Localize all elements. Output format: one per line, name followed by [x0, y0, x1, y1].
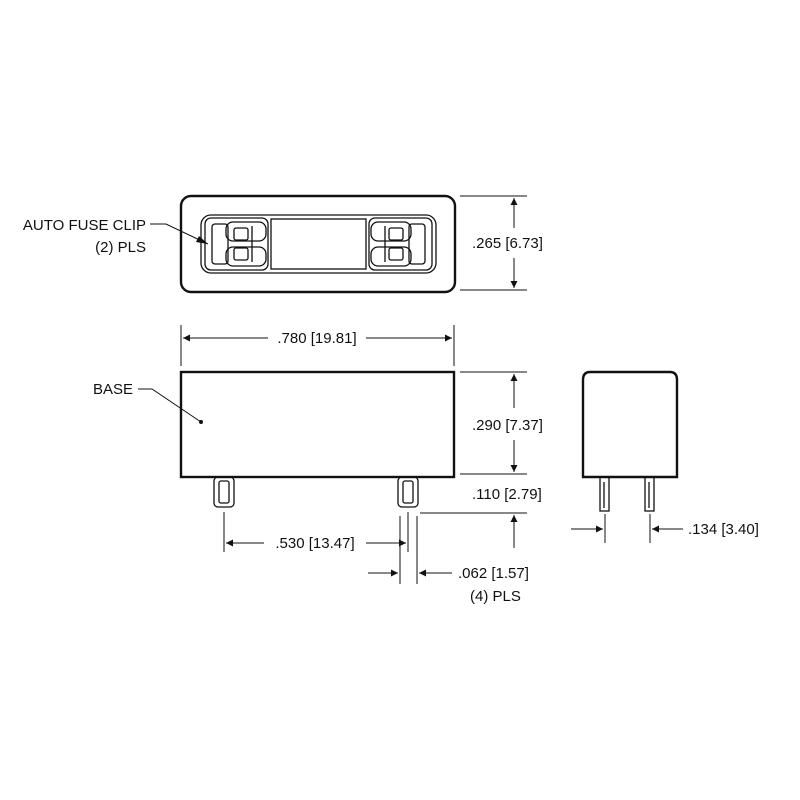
- fuse-clip-leader: [150, 223, 209, 245]
- dim-pin-spacing-text: .530 [13.47]: [275, 535, 354, 552]
- pin-left: [213, 476, 235, 508]
- side-body-outline: [581, 370, 679, 479]
- top-view: [150, 194, 457, 294]
- dim-overall-length-text: .780 [19.81]: [277, 330, 356, 347]
- side-pin-left: [599, 476, 610, 512]
- fuse-clip-left: [204, 217, 269, 271]
- fuse-clip-inner-outline: [200, 214, 437, 274]
- dim-pin-width-qty-text: (4) PLS: [470, 588, 521, 605]
- side-view: [581, 370, 679, 512]
- base-leader: [138, 388, 202, 423]
- dim-pin-width: [368, 516, 452, 584]
- dim-pin-thickness: [571, 514, 683, 543]
- fuse-body: [270, 218, 367, 270]
- fuse-clip-qty-label: (2) PLS: [95, 239, 146, 256]
- dim-pin-width-text: .062 [1.57]: [458, 565, 529, 582]
- dim-height-top-text: .265 [6.73]: [472, 235, 543, 252]
- dim-pin-length-text: .110 [2.79]: [472, 486, 542, 503]
- base-outline: [179, 370, 456, 479]
- dim-height-top: [460, 195, 527, 291]
- side-pin-right: [644, 476, 655, 512]
- pin-right: [397, 476, 419, 508]
- dim-pin-thickness-text: .134 [3.40]: [688, 521, 759, 538]
- dim-overall-length: [180, 325, 455, 366]
- dim-body-height: [460, 371, 527, 475]
- dim-pin-spacing: [223, 512, 409, 552]
- top-view-outline: [179, 194, 457, 294]
- fuse-clip-right: [368, 217, 433, 271]
- dim-pin-length: [420, 512, 527, 548]
- front-view: [138, 370, 456, 508]
- fuse-clip-leader-arrow: [196, 236, 208, 244]
- dim-body-height-text: .290 [7.37]: [472, 417, 543, 434]
- fuse-clip-label: AUTO FUSE CLIP: [23, 217, 146, 234]
- base-label: BASE: [93, 381, 133, 398]
